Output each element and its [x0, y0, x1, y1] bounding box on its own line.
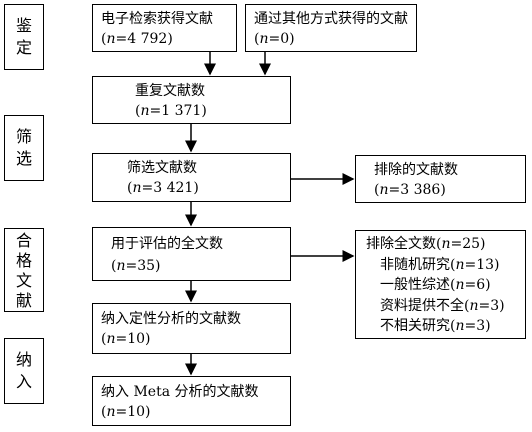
box-count: (n=1 371) — [135, 103, 207, 119]
box-title: 排除全文数(n=25) — [366, 236, 486, 252]
stage-char: 献 — [15, 291, 32, 310]
exclusion-reason: 资料提供不全(n=3) — [380, 297, 505, 314]
box-title: 重复文献数 — [135, 83, 205, 99]
exclusion-reason: 一般性综述(n=6) — [380, 277, 491, 293]
box-electronic-search: 电子检索获得文献 (n=4 792) — [92, 4, 237, 52]
box-count: (n=10) — [101, 331, 151, 347]
box-title: 筛选文献数 — [127, 160, 197, 176]
box-screened: 筛选文献数 (n=3 421) — [92, 153, 291, 202]
box-title: 通过其他方式获得的文献 — [254, 11, 408, 27]
box-title: 电子检索获得文献 — [101, 11, 213, 27]
stage-char: 选 — [15, 149, 32, 168]
exclusion-reason: 不相关研究(n=3) — [380, 318, 491, 334]
box-title: 排除的文献数 — [374, 162, 458, 178]
stage-included: 纳 入 — [4, 338, 44, 404]
box-other-sources: 通过其他方式获得的文献 (n=0) — [245, 4, 417, 52]
box-excluded-fulltext: 排除全文数(n=25) 非随机研究(n=13) 一般性综述(n=6) 资料提供不… — [355, 230, 526, 339]
box-count: (n=3 386) — [374, 182, 446, 198]
box-count: (n=10) — [101, 404, 151, 420]
stage-char: 格 — [15, 251, 32, 270]
box-count: (n=3 421) — [127, 180, 199, 196]
box-count: (n=4 792) — [101, 31, 173, 47]
box-count: (n=0) — [254, 31, 295, 47]
stage-char: 合 — [15, 231, 32, 250]
stage-char: 筛 — [15, 127, 32, 146]
stage-char: 定 — [15, 38, 32, 57]
stage-char: 文 — [15, 271, 32, 290]
stage-identification: 鉴 定 — [4, 4, 44, 70]
box-duplicates: 重复文献数 (n=1 371) — [92, 76, 291, 124]
stage-char: 入 — [15, 372, 32, 391]
box-meta-analysis: 纳入 Meta 分析的文献数 (n=10) — [92, 376, 291, 426]
stage-char: 纳 — [15, 350, 32, 369]
stage-eligibility: 合 格 文 献 — [4, 228, 44, 312]
box-fulltext-assessed: 用于评估的全文数 (n=35) — [92, 227, 291, 281]
box-title: 用于评估的全文数 — [111, 236, 223, 252]
box-qualitative-analysis: 纳入定性分析的文献数 (n=10) — [92, 303, 291, 354]
exclusion-reason: 非随机研究(n=13) — [380, 256, 500, 273]
box-count: (n=35) — [111, 258, 161, 274]
box-title: 纳入定性分析的文献数 — [101, 311, 241, 327]
stage-screening: 筛 选 — [4, 115, 44, 181]
box-excluded: 排除的文献数 (n=3 386) — [355, 155, 526, 203]
stage-char: 鉴 — [15, 16, 32, 35]
box-title: 纳入 Meta 分析的文献数 — [101, 384, 259, 400]
